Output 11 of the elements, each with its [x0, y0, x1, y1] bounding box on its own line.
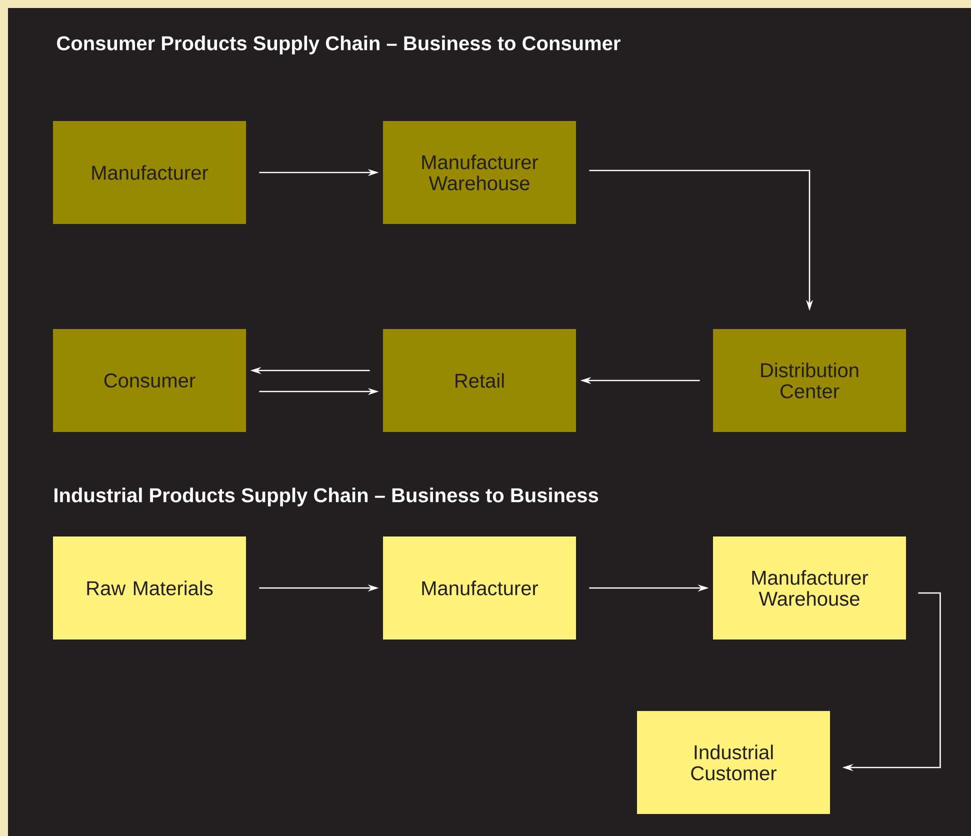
- heading: Industrial Products Supply Chain – Business to Business: [54, 488, 598, 506]
- process-box: Retail: [383, 329, 576, 432]
- process-box: Distribution Center: [713, 329, 906, 432]
- process-box: Manufacturer Warehouse: [713, 536, 906, 640]
- process-box: Raw Materials: [53, 536, 246, 640]
- process-box: Manufacturer Warehouse: [383, 121, 576, 224]
- process-box: Industrial Customer: [637, 711, 830, 814]
- heading: Consumer Products Supply Chain – Business to Consumer: [57, 36, 620, 54]
- process-box: Manufacturer: [383, 536, 576, 640]
- process-box: Consumer: [53, 329, 246, 432]
- process-box: Manufacturer: [53, 121, 246, 224]
